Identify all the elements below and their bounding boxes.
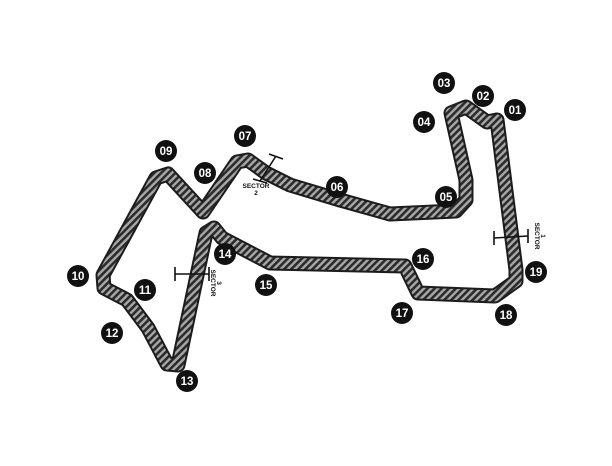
- sector-1-line: [493, 235, 529, 239]
- turn-markers: 01 02 03 04 05 06 07 08: [67, 72, 547, 392]
- sector-1-label: SECTOR: [533, 223, 540, 250]
- turn-marker[interactable]: 06: [326, 176, 348, 198]
- turn-marker[interactable]: 11: [134, 279, 156, 301]
- turn-marker[interactable]: 07: [234, 125, 256, 147]
- turn-marker[interactable]: 08: [194, 162, 216, 184]
- turn-marker-circle: [234, 125, 256, 147]
- turn-number: 15: [260, 280, 273, 292]
- turn-marker[interactable]: 03: [433, 72, 455, 94]
- sector-3-label: SECTOR: [209, 270, 216, 297]
- turn-marker[interactable]: 16: [412, 248, 434, 270]
- track-surface: [97, 101, 522, 371]
- sector-2-label: SECTOR: [243, 183, 270, 190]
- turn-marker-circle: [134, 279, 156, 301]
- track: [95, 99, 524, 373]
- turn-number: 19: [530, 267, 543, 279]
- turn-marker[interactable]: 18: [495, 304, 517, 326]
- turn-number: 04: [418, 117, 431, 129]
- turn-number: 14: [219, 249, 232, 261]
- turn-number: 07: [239, 131, 252, 143]
- turn-marker[interactable]: 10: [67, 265, 89, 287]
- turn-marker-circle: [194, 162, 216, 184]
- sector-3-marker: SECTOR 3: [174, 267, 222, 297]
- turn-marker-circle: [101, 322, 123, 344]
- turn-marker-circle: [255, 274, 277, 296]
- turn-marker[interactable]: 15: [255, 274, 277, 296]
- turn-marker-circle: [433, 72, 455, 94]
- turn-marker-circle: [435, 186, 457, 208]
- sector-2-tick-end: [268, 153, 284, 160]
- turn-marker[interactable]: 09: [155, 140, 177, 162]
- turn-marker-circle: [214, 243, 236, 265]
- turn-marker[interactable]: 19: [525, 261, 547, 283]
- turn-marker[interactable]: 17: [391, 302, 413, 324]
- turn-marker[interactable]: 01: [504, 99, 526, 121]
- turn-number: 05: [440, 192, 453, 204]
- turn-number: 02: [477, 91, 490, 103]
- turn-marker[interactable]: 05: [435, 186, 457, 208]
- turn-marker-circle: [412, 248, 434, 270]
- turn-marker-circle: [326, 176, 348, 198]
- turn-marker-circle: [525, 261, 547, 283]
- sector-3-number: 3: [215, 281, 222, 285]
- turn-marker[interactable]: 04: [413, 111, 435, 133]
- sector-1-marker: SECTOR 1: [493, 223, 546, 250]
- turn-marker-circle: [391, 302, 413, 324]
- turn-number: 11: [139, 285, 152, 297]
- turn-marker-circle: [472, 85, 494, 107]
- turn-marker-circle: [495, 304, 517, 326]
- turn-number: 13: [181, 376, 194, 388]
- turn-number: 03: [438, 78, 451, 90]
- turn-marker[interactable]: 14: [214, 243, 236, 265]
- turn-number: 12: [106, 328, 119, 340]
- sector-2-tick-start: [252, 178, 268, 184]
- turn-number: 18: [500, 310, 513, 322]
- turn-marker[interactable]: 13: [176, 370, 198, 392]
- turn-number: 09: [160, 146, 173, 158]
- turn-marker-circle: [413, 111, 435, 133]
- turn-number: 06: [331, 182, 344, 194]
- sector-1-number: 1: [539, 234, 546, 238]
- turn-marker-circle: [155, 140, 177, 162]
- sector-2-line: [259, 155, 277, 182]
- turn-marker[interactable]: 12: [101, 322, 123, 344]
- turn-marker-circle: [504, 99, 526, 121]
- turn-number: 01: [509, 105, 522, 117]
- sector-2-number: 2: [254, 190, 258, 197]
- turn-marker-circle: [176, 370, 198, 392]
- turn-marker-circle: [67, 265, 89, 287]
- turn-number: 10: [72, 271, 85, 283]
- turn-marker[interactable]: 02: [472, 85, 494, 107]
- turn-number: 16: [417, 254, 430, 266]
- sector-2-marker: SECTOR 2: [243, 153, 284, 197]
- turn-number: 17: [396, 308, 409, 320]
- turn-number: 08: [199, 168, 212, 180]
